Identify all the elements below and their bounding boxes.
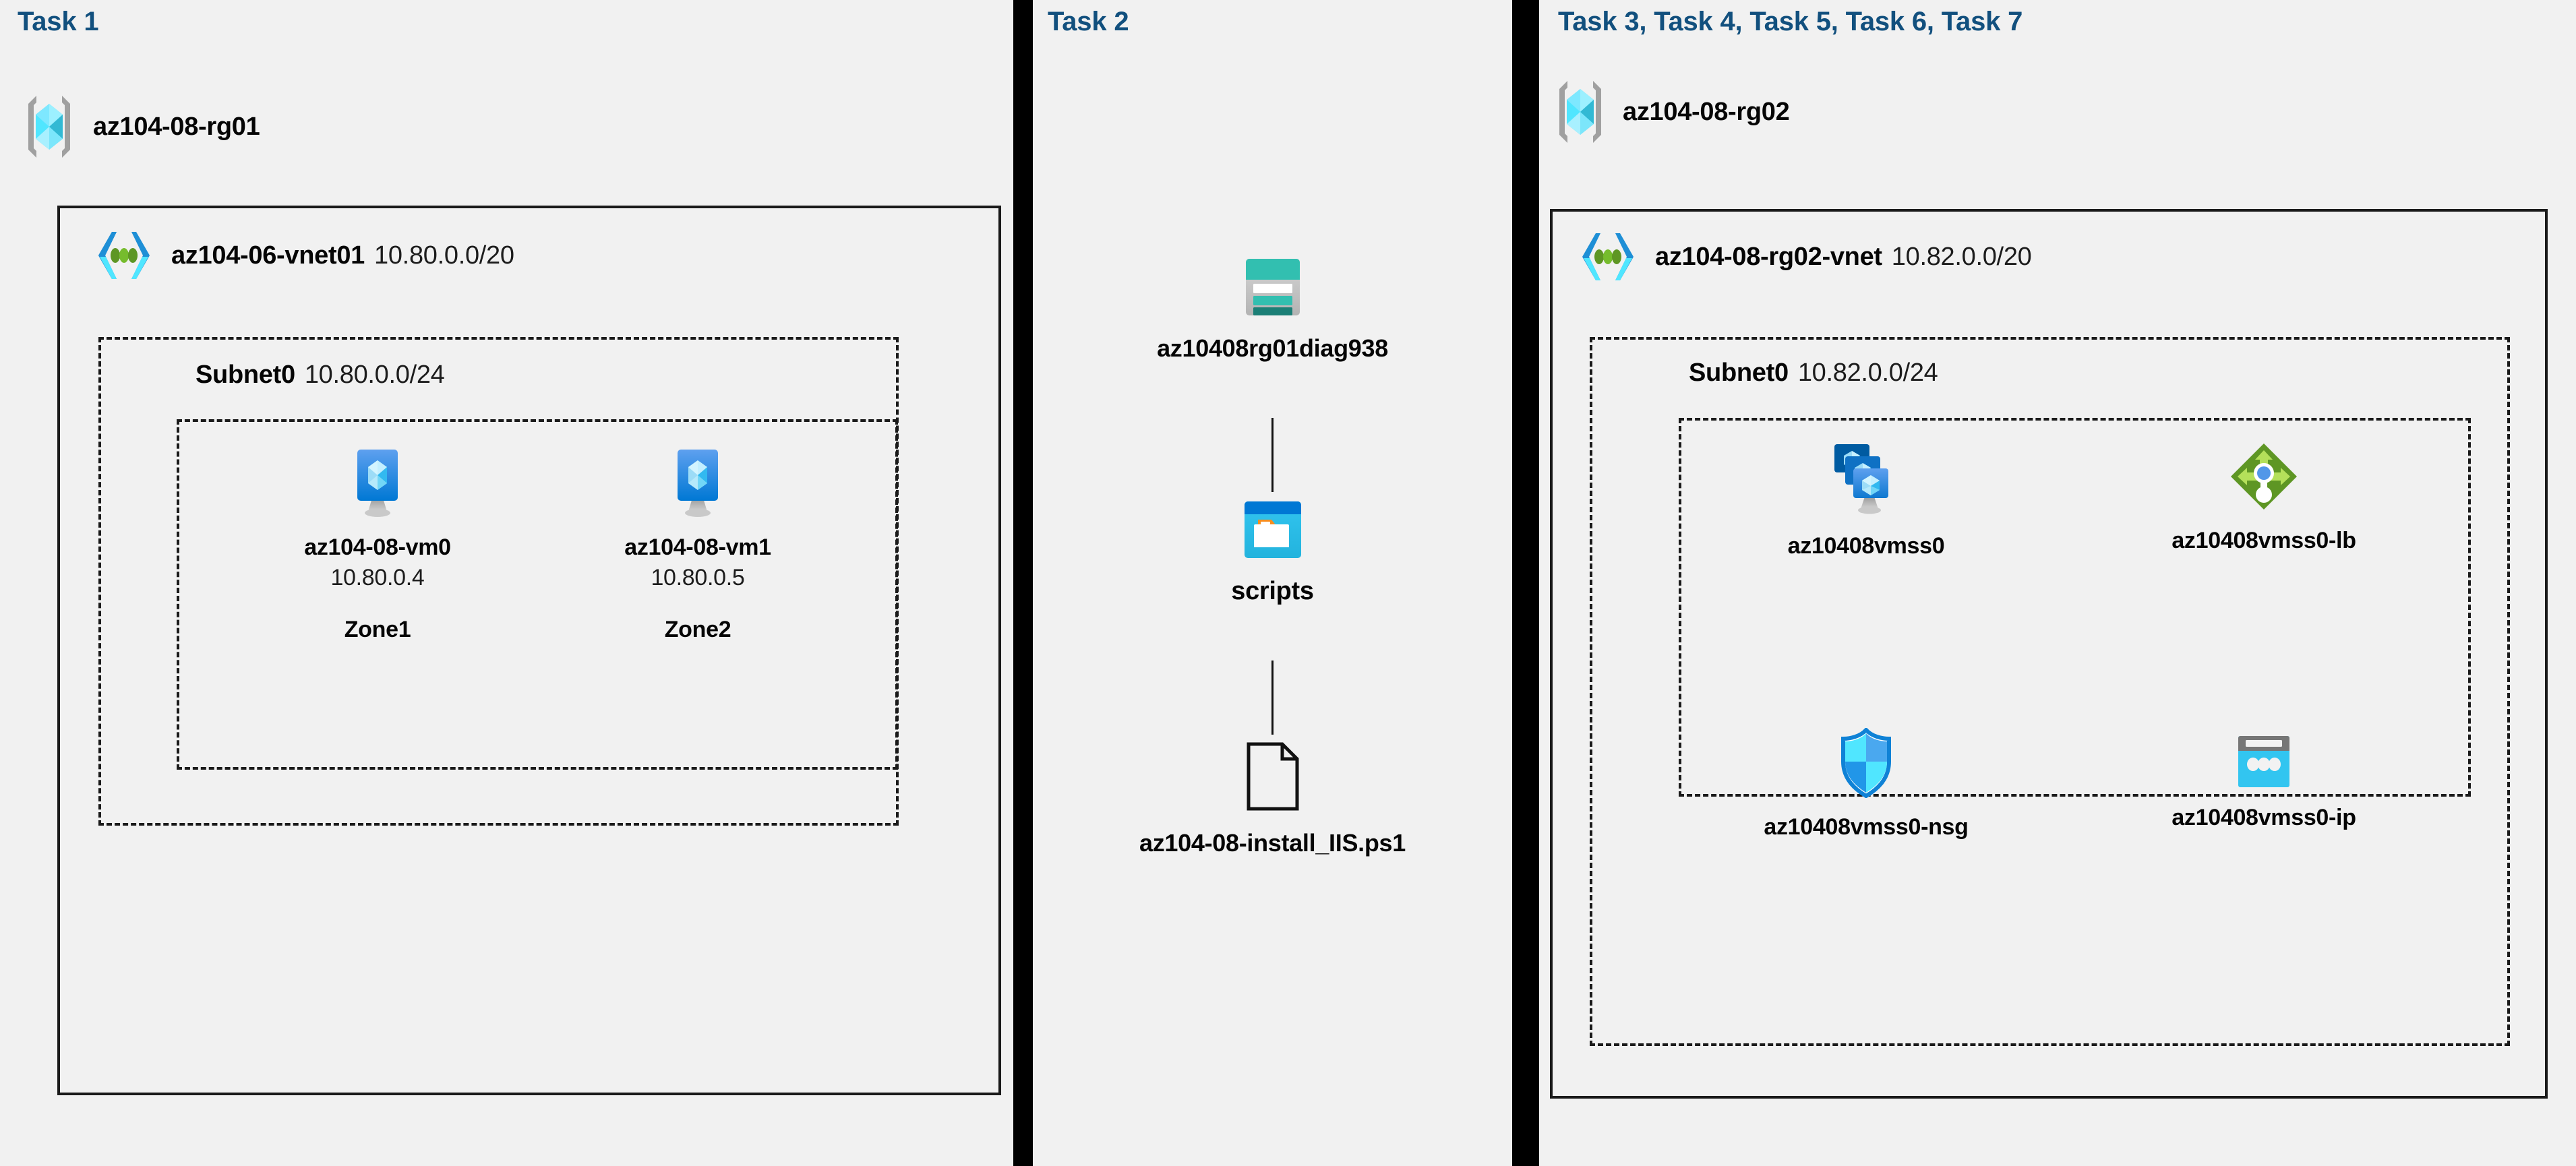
storage-account-label: az10408rg01diag938: [1157, 334, 1388, 362]
storage-account-icon: [1242, 256, 1304, 318]
file-icon: [1245, 741, 1301, 811]
resource-group-label: az104-08-rg02: [1623, 97, 1790, 126]
task-1-heading: Task 1: [18, 7, 99, 36]
public-ip-address-icon: [2233, 735, 2295, 789]
vm-zone: Zone2: [664, 617, 731, 642]
panel-task-3-7: Task 3, Task 4, Task 5, Task 6, Task 7 a…: [1539, 0, 2576, 1166]
vnet-box-task3: [1550, 209, 2548, 1099]
resource-group-rg02: az104-08-rg02: [1555, 80, 1790, 144]
task-3-7-heading: Task 3, Task 4, Task 5, Task 6, Task 7: [1558, 7, 2023, 36]
virtual-network-icon: [1578, 231, 1638, 283]
virtual-machine-icon: [345, 448, 410, 518]
resource-group-rg01: az104-08-rg01: [24, 94, 260, 159]
vm-name: az104-08-vm1: [624, 534, 771, 560]
file-node: az104-08-install_IIS.ps1: [1033, 741, 1512, 857]
vm-node-1: az104-08-vm1 10.80.0.5 Zone2: [583, 448, 812, 643]
vmss-label: az10408vmss0: [1787, 533, 1945, 559]
vm-ip: 10.80.0.5: [651, 565, 745, 590]
nsg-node: az10408vmss0-nsg: [1718, 728, 2014, 840]
task-2-heading: Task 2: [1048, 7, 1129, 36]
load-balancer-label: az10408vmss0-lb: [2171, 528, 2356, 553]
vm-name: az104-08-vm0: [304, 534, 451, 560]
public-ip-label: az10408vmss0-ip: [2171, 805, 2356, 830]
blob-container-node: scripts: [1033, 499, 1512, 606]
subnet-label-row-task1: Subnet0 10.80.0.0/24: [196, 361, 445, 390]
vnet-label: az104-08-rg02-vnet: [1655, 242, 1882, 271]
vnet-box-task1: [57, 206, 1001, 1095]
load-balancer-node: az10408vmss0-lb: [2116, 441, 2412, 554]
panel-divider-1: [1013, 0, 1033, 1166]
subnet-cidr: 10.80.0.0/24: [304, 361, 445, 389]
subnet-label-row-task3: Subnet0 10.82.0.0/24: [1689, 359, 1938, 388]
connector-storage-to-container: [1271, 418, 1274, 492]
panel-task-1: Task 1 az104-08-rg01: [0, 0, 1013, 1166]
file-label: az104-08-install_IIS.ps1: [1139, 829, 1406, 857]
panel-divider-2: [1512, 0, 1539, 1166]
vnet-label: az104-06-vnet01: [171, 241, 365, 270]
blob-container-label: scripts: [1231, 577, 1314, 605]
vnet-az104-08-rg02-vnet: az104-08-rg02-vnet 10.82.0.0/20: [1578, 231, 2032, 283]
vm-ip: 10.80.0.4: [330, 565, 425, 590]
vm-scale-set-icon: [1826, 441, 1906, 517]
vmss-node: az10408vmss0: [1718, 441, 2014, 559]
subnet-label: Subnet0: [196, 361, 295, 389]
load-balancer-icon: [2229, 441, 2299, 512]
subnet-resources-box: [1679, 418, 2471, 797]
resource-group-icon: [1555, 80, 1605, 144]
resource-group-icon: [24, 94, 74, 159]
vnet-cidr: 10.82.0.0/20: [1891, 242, 2032, 271]
storage-account-node: az10408rg01diag938: [1033, 256, 1512, 363]
virtual-machine-icon: [665, 448, 730, 518]
subnet-cidr: 10.82.0.0/24: [1797, 359, 1938, 387]
panel-task-2: Task 2 az10408rg01diag938: [1033, 0, 1512, 1166]
vm-zone: Zone1: [344, 617, 411, 642]
subnet-label: Subnet0: [1689, 359, 1789, 387]
network-security-group-icon: [1838, 728, 1894, 798]
connector-container-to-file: [1271, 661, 1274, 735]
public-ip-node: az10408vmss0-ip: [2116, 735, 2412, 831]
vm-node-0: az104-08-vm0 10.80.0.4 Zone1: [263, 448, 492, 643]
availability-zones-box: [177, 419, 898, 770]
subnet-box-task3: [1590, 337, 2510, 1046]
vnet-az104-06-vnet01: az104-06-vnet01 10.80.0.0/20: [94, 229, 514, 282]
blob-container-icon: [1242, 499, 1304, 561]
virtual-network-icon: [94, 229, 154, 282]
vnet-cidr: 10.80.0.0/20: [374, 241, 514, 270]
nsg-label: az10408vmss0-nsg: [1764, 814, 1969, 840]
resource-group-label: az104-08-rg01: [93, 112, 260, 141]
